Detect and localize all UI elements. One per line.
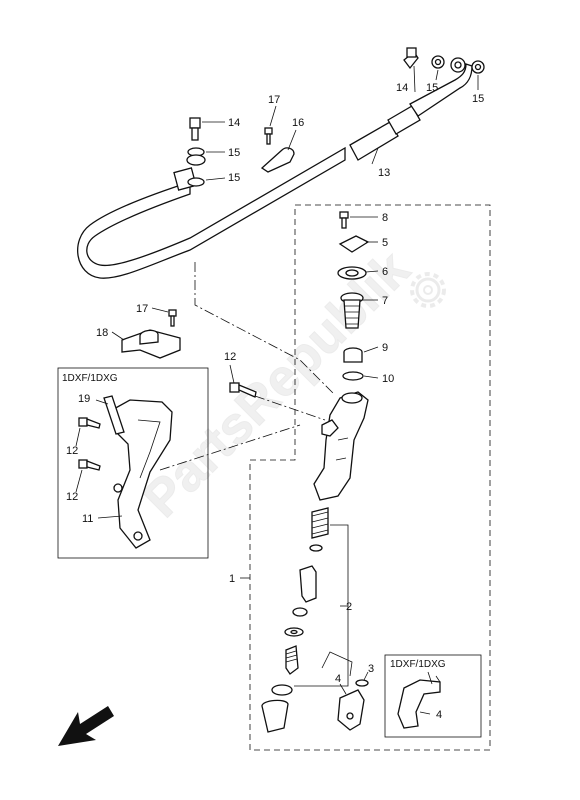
callout-7: 7	[382, 295, 388, 307]
bracket-leader-line	[159, 424, 301, 471]
assembly-outline	[249, 204, 491, 751]
callout-16: 16	[292, 117, 304, 129]
clamp-lower	[121, 309, 181, 359]
watermark-text: PartsRepublik	[132, 240, 420, 528]
clevis-assembly	[321, 651, 369, 731]
callout-19: 19	[78, 393, 90, 405]
callout-1: 1	[229, 573, 235, 585]
callout-3: 3	[368, 663, 374, 675]
gear-icon	[410, 272, 446, 308]
callout-12-inset-b: 12	[66, 491, 78, 503]
inset-right: 1DXF/1DXG	[384, 654, 482, 738]
callout-leaders	[75, 65, 479, 715]
watermark: PartsRepublik	[132, 240, 446, 529]
bolt-leader-line	[254, 395, 326, 421]
callout-15-left-a: 15	[228, 147, 240, 159]
callout-9: 9	[382, 342, 388, 354]
direction-arrow-icon	[58, 706, 114, 746]
bolt-12-upper	[78, 417, 101, 429]
inset-right-title: 1DXF/1DXG	[390, 659, 446, 670]
clamp-upper	[260, 127, 295, 173]
callout-17-upper: 17	[268, 94, 280, 106]
hose-bolt-left	[186, 117, 206, 187]
bolt-12-lower	[78, 459, 101, 471]
master-cylinder-body	[313, 391, 369, 501]
callout-15-right-b: 15	[472, 93, 484, 105]
callout-10: 10	[382, 373, 394, 385]
inset-left: 1DXF/1DXG	[57, 367, 209, 559]
callout-5: 5	[382, 237, 388, 249]
callout-4: 4	[335, 673, 341, 685]
callout-13: 13	[378, 167, 390, 179]
callout-15-left-b: 15	[228, 172, 240, 184]
callout-11: 11	[82, 513, 93, 525]
callout-2: 2	[346, 601, 352, 613]
callout-17-lower: 17	[136, 303, 148, 315]
hose-leader-line	[194, 262, 336, 396]
bolt-12-main	[229, 382, 257, 398]
callout-15-right-a: 15	[426, 82, 438, 94]
callout-14-left: 14	[228, 117, 240, 129]
inset-left-title: 1DXF/1DXG	[62, 373, 118, 384]
callout-18: 18	[96, 327, 108, 339]
callout-12-main: 12	[224, 351, 236, 363]
callout-6: 6	[382, 266, 388, 278]
master-cylinder-internal-parts	[261, 507, 349, 733]
callout-labels: 14 15 15 14 15 15 17 16 13 8 5 6 7 9 10 …	[66, 82, 484, 721]
master-cylinder-upper-parts	[337, 211, 370, 381]
callout-4-inset: 4	[436, 709, 442, 721]
hose-bolt-right	[403, 47, 485, 74]
brake-hose	[77, 63, 473, 279]
callout-8: 8	[382, 212, 388, 224]
callout-12-inset-a: 12	[66, 445, 78, 457]
callout-14-right: 14	[396, 82, 408, 94]
